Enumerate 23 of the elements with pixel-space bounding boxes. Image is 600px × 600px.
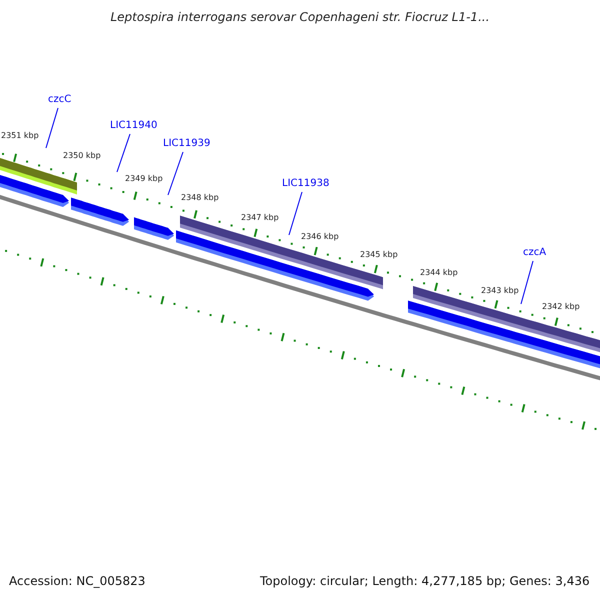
leader-line — [288, 192, 302, 236]
gene-label: LIC11938 — [282, 178, 330, 190]
gene-label: LIC11940 — [110, 120, 158, 132]
leader-line — [520, 260, 534, 304]
scale-label: 2351 kbp — [1, 131, 39, 141]
title: Leptospira interrogans serovar Copenhageni str. Fiocruz L1-1... — [109, 10, 491, 24]
gene-label: czcA — [523, 247, 546, 259]
leader-line — [46, 108, 58, 148]
gene-label: czcC — [48, 94, 72, 106]
gene-label: LIC11939 — [163, 138, 210, 150]
scale-label: 2349 kbp — [125, 174, 163, 184]
scale-label: 2346 kbp — [301, 232, 339, 242]
info-text: Accession: NC_005823 — [9, 574, 146, 588]
info-text: Topology: circular; Length: 4,277,185 bp; Genes: 3,436 — [260, 574, 590, 588]
scale-label: 2344 kbp — [420, 268, 458, 278]
leader-line — [168, 152, 184, 196]
scale-label: 2350 kbp — [63, 151, 101, 161]
leader-line — [116, 134, 130, 172]
scale-label: 2348 kbp — [181, 193, 219, 203]
scale-label: 2343 kbp — [481, 286, 519, 296]
scale-label: 2345 kbp — [360, 250, 398, 260]
scale-label: 2347 kbp — [241, 213, 279, 223]
scale-label: 2342 kbp — [542, 302, 580, 312]
